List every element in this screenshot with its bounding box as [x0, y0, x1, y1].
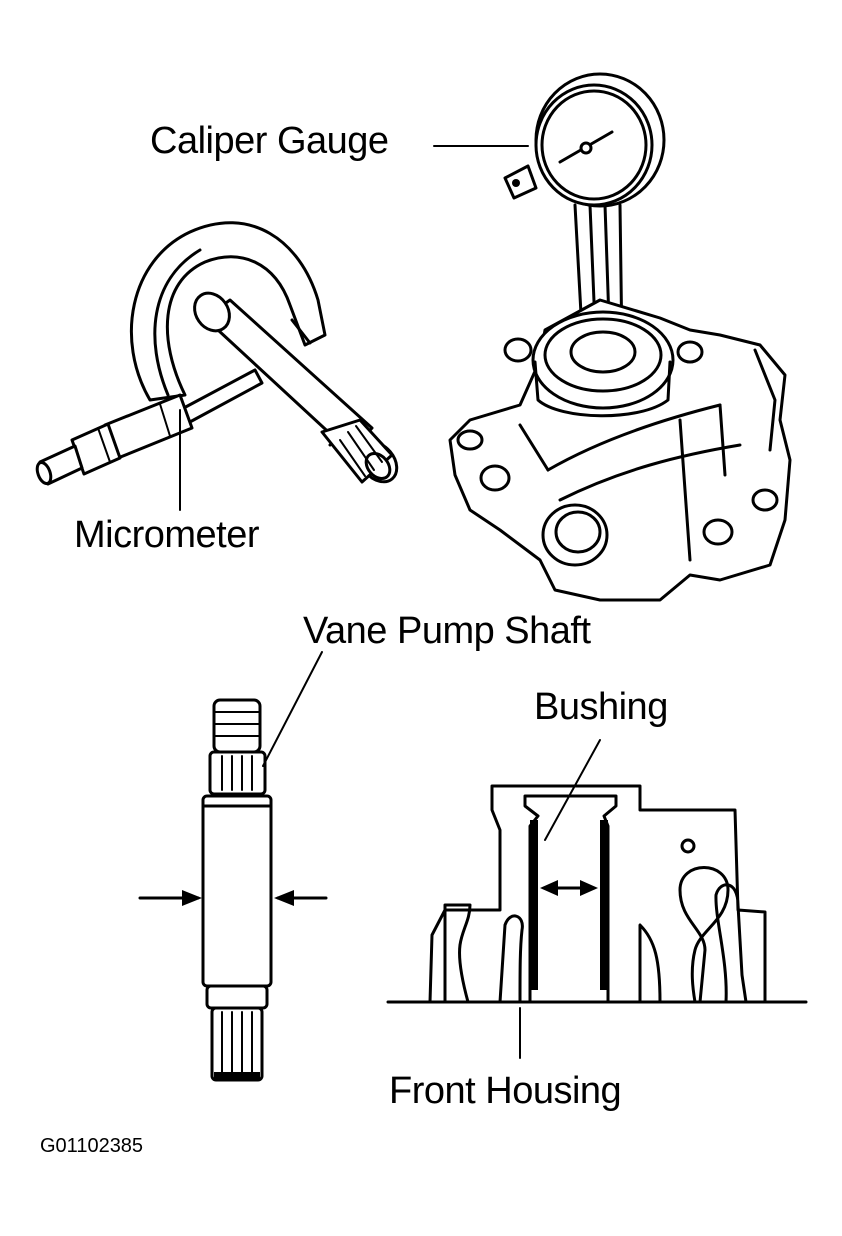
figure-id-label: G01102385: [40, 1135, 144, 1157]
vane-pump-shaft-leader: [262, 651, 323, 767]
micrometer-label: Micrometer: [74, 514, 260, 556]
bushing-leader: [544, 739, 601, 841]
pump-body-drawing: [448, 298, 792, 602]
leader-lines: [179, 145, 601, 1059]
caliper-gauge-label: Caliper Gauge: [150, 120, 389, 162]
front-housing-drawing: [386, 784, 808, 1004]
bushing-label: Bushing: [534, 686, 668, 728]
micrometer-drawing: [35, 221, 399, 486]
vane-pump-shaft-drawing: [138, 698, 328, 1082]
caliper-gauge-drawing: [503, 72, 666, 352]
vane-pump-shaft-label: Vane Pump Shaft: [303, 610, 591, 652]
front-housing-label: Front Housing: [389, 1070, 622, 1112]
